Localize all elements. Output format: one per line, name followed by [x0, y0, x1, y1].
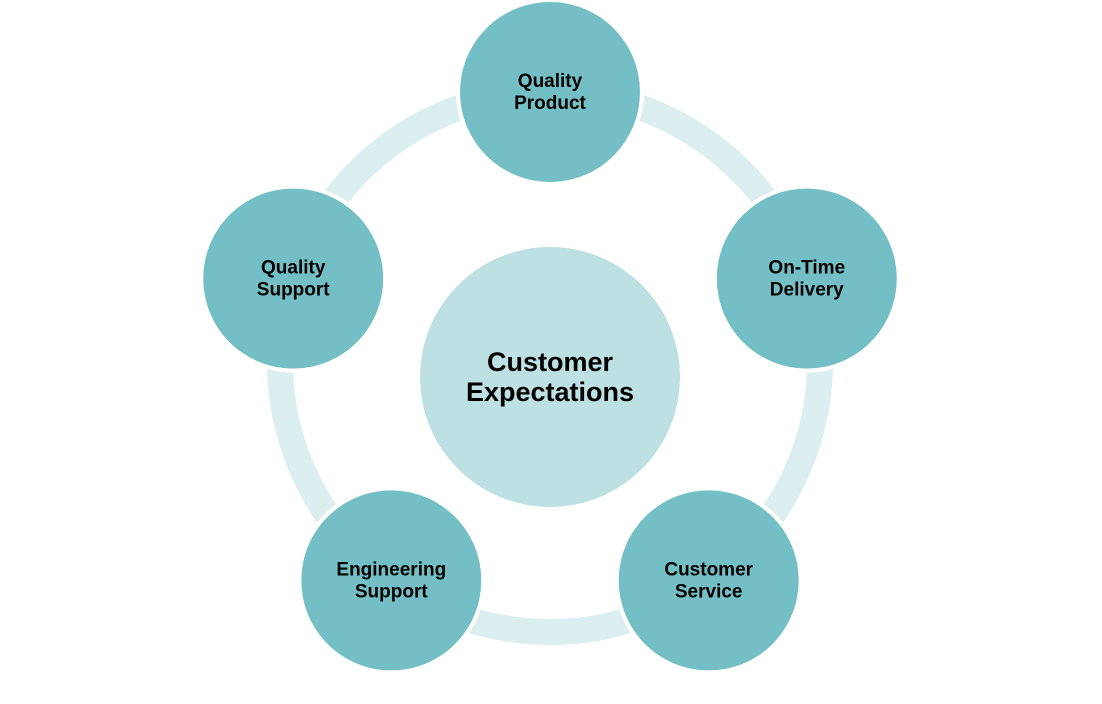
node-circle — [203, 188, 384, 369]
node-label-line: Support — [355, 581, 428, 602]
node-label-line: Service — [675, 581, 743, 602]
node-label-line: Delivery — [770, 280, 844, 301]
node-circle — [301, 490, 482, 671]
node-circle — [460, 2, 640, 182]
center-circle — [420, 247, 680, 507]
node-label-line: Engineering — [336, 559, 446, 580]
center-label-line: Customer — [487, 347, 614, 377]
node-label-line: On-Time — [768, 258, 845, 279]
node-label-line: Quality — [518, 71, 583, 92]
node-label-line: Support — [257, 280, 330, 301]
node-label-line: Customer — [664, 559, 753, 580]
node-circle — [716, 188, 897, 369]
node-label-line: Quality — [261, 258, 326, 279]
node-label-line: Product — [514, 93, 586, 114]
center-label-line: Expectations — [466, 377, 634, 407]
node-circle — [618, 490, 799, 671]
